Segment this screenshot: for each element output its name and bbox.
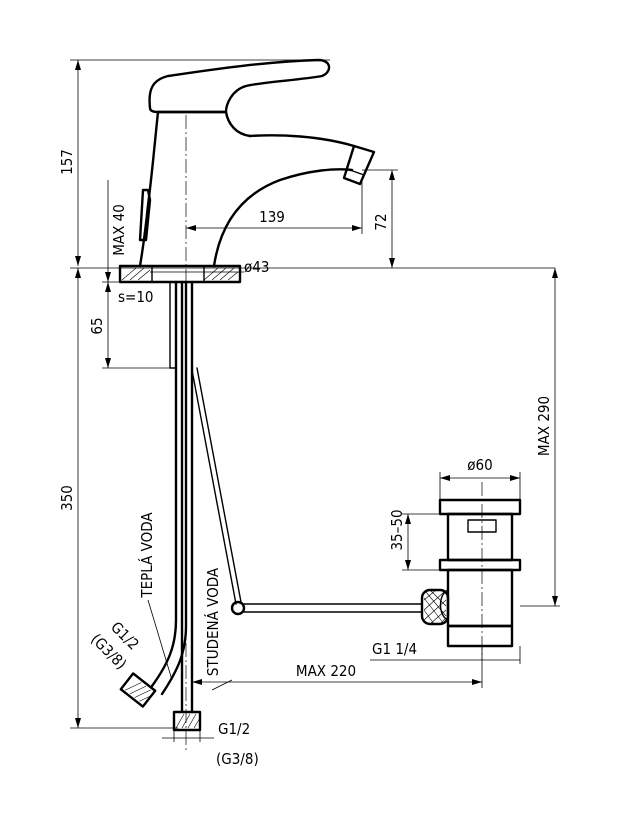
dim-65: 65 xyxy=(88,317,106,334)
dim-max-290: MAX 290 xyxy=(535,396,553,456)
waste-outlet xyxy=(446,624,514,648)
spout-top xyxy=(248,134,356,148)
body-collar xyxy=(156,110,252,138)
thread-cold-primary: G1/2 xyxy=(218,720,250,738)
dimension-lines xyxy=(70,59,560,742)
linkage-joint xyxy=(230,600,246,616)
dim-thread-waste: G1 1/4 xyxy=(372,640,417,658)
water-labels: TEPLÁ VODA STUDENÁ VODA xyxy=(137,512,222,676)
dim-max-40: MAX 40 xyxy=(110,204,128,256)
horizontal-rod xyxy=(243,603,423,613)
arrowheads xyxy=(75,60,558,728)
waste-flange xyxy=(438,498,522,516)
under-counter xyxy=(119,280,423,732)
dim-thickness: s=10 xyxy=(118,288,154,306)
hot-connector xyxy=(119,672,157,708)
faucet-body xyxy=(118,58,376,284)
linkage-rod xyxy=(191,367,242,605)
dim-72: 72 xyxy=(372,213,390,230)
body-left-profile xyxy=(138,110,160,268)
label-cold-water: STUDENÁ VODA xyxy=(203,567,222,676)
dim-max-220: MAX 220 xyxy=(296,662,356,680)
dim-350: 350 xyxy=(58,485,76,511)
thread-cold-secondary: (G3/8) xyxy=(216,750,259,768)
dim-139: 139 xyxy=(259,208,285,226)
waste-assembly xyxy=(420,482,522,660)
label-hot-water: TEPLÁ VODA xyxy=(137,512,156,599)
lever-handle xyxy=(148,58,331,114)
dim-waste-diameter: ø60 xyxy=(467,456,492,474)
spout-aerator xyxy=(342,144,376,186)
cold-hose xyxy=(180,280,194,714)
waste-nut xyxy=(438,558,522,572)
base-hatch xyxy=(121,267,239,281)
hot-hose xyxy=(150,280,188,696)
waste-body-upper xyxy=(446,512,514,562)
dim-35-50: 35–50 xyxy=(388,509,406,550)
dim-base-diameter: ø43 xyxy=(244,258,269,276)
base-bore xyxy=(151,265,205,283)
dim-157: 157 xyxy=(58,149,76,175)
popup-rod xyxy=(138,188,152,242)
waste-body-lower xyxy=(446,568,514,628)
cold-connector xyxy=(172,710,202,732)
spout-underside xyxy=(212,168,354,268)
waste-knob xyxy=(420,588,450,626)
